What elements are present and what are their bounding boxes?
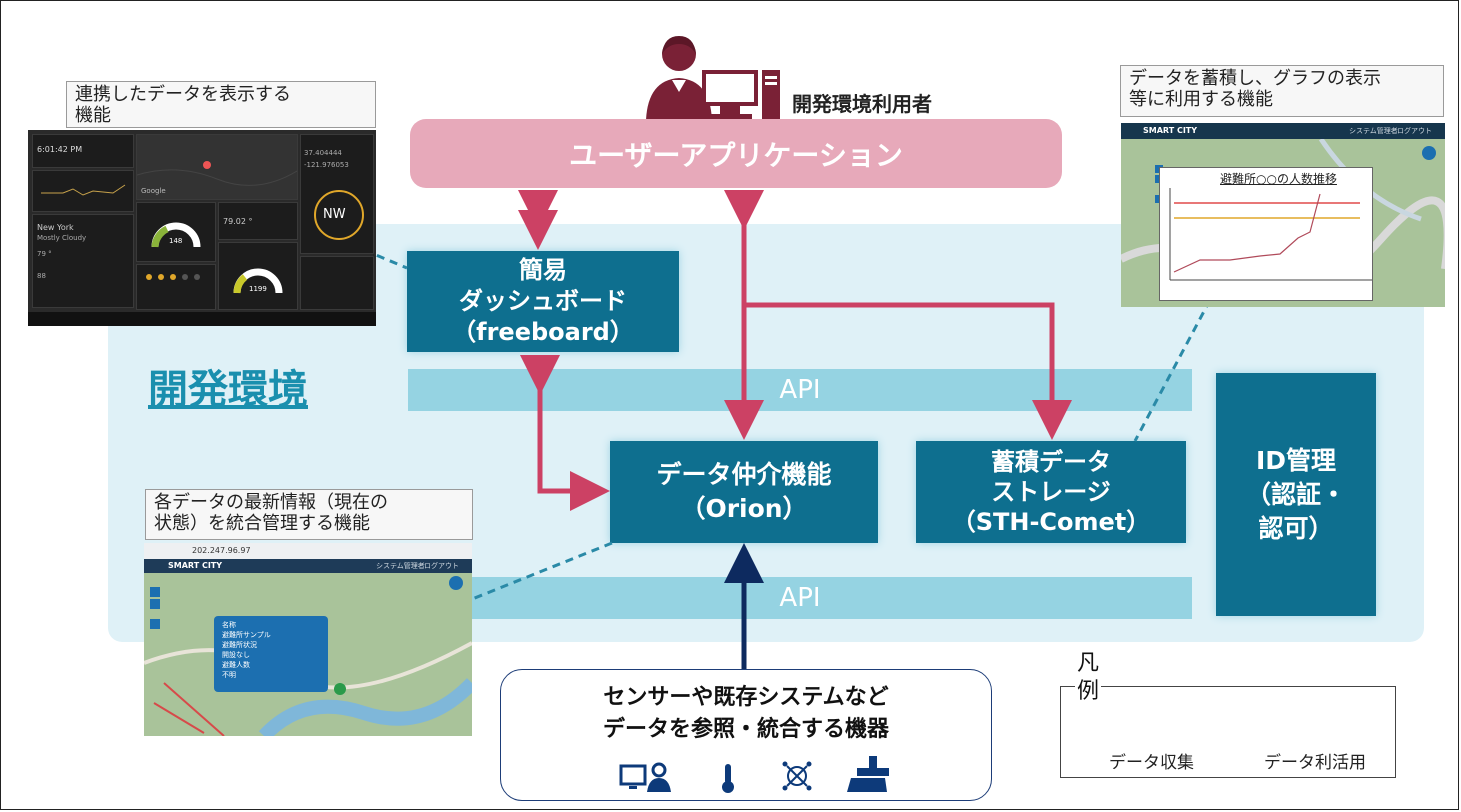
dash-weather: Mostly Cloudy: [37, 234, 87, 242]
dash-tile-time: 6:01:42 PM: [32, 134, 134, 168]
map-popup-line-4: 開設なし: [222, 651, 250, 659]
map-nav-admin: システム管理者: [376, 562, 425, 570]
graph-nav-admin: システム管理者: [1349, 127, 1398, 135]
dash-tile-compass: 37.404444 -121.976053 NW: [300, 134, 374, 254]
comet-box-line-2: ストレージ: [991, 478, 1111, 506]
comet-box-line-3: （STH-Comet）: [951, 508, 1151, 536]
graph-brand: SMART CITY: [1143, 126, 1198, 135]
map-popup-line-2: 避難所サンプル: [222, 631, 271, 639]
dash-humidity: 88: [37, 272, 46, 280]
graph-caption-line-2: 等に利用する機能: [1129, 89, 1273, 110]
map-caption-line-1: 各データの最新情報（現在の: [154, 492, 388, 513]
idm-box-line-2: （認証・: [1245, 479, 1346, 509]
arrow-app-comet: [744, 302, 1072, 440]
sensor-devices-box: センサーや既存システムなど データを参照・統合する機器: [500, 669, 992, 801]
dash-tile-gauge1: 148: [136, 202, 216, 262]
dash-latitude: 37.404444: [304, 149, 342, 157]
map-popup-line-1: 名称: [222, 621, 236, 629]
orion-box-line-1: データ仲介機能: [656, 460, 832, 489]
dashboard-caption-line-1: 連携したデータを表示する: [75, 84, 291, 105]
orion-box: データ仲介機能 （Orion）: [610, 441, 878, 543]
sensor-line-2: データを参照・統合する機器: [602, 717, 889, 742]
dash-gauge1-value: 148: [169, 237, 183, 245]
idm-box-line-3: 認可）: [1258, 513, 1334, 543]
map-browser-bar: 202.247.96.97: [144, 543, 472, 560]
developer-user-label: 開発環境利用者: [792, 92, 932, 116]
map-popup: 名称 避難所サンプル 避難所状況 開設なし 避難人数 不明: [214, 616, 328, 692]
thermometer-icon: [722, 764, 734, 793]
dash-tile-weather: New York Mostly Cloudy 79 ° 88: [32, 214, 134, 308]
dashboard-screenshot: 6:01:42 PM New York Mostly Cloudy 79 ° 8…: [28, 130, 376, 326]
map-caption-line-2: 状態）を統合管理する機能: [154, 513, 370, 534]
graph-chart-title: 避難所○○の人数推移: [1220, 172, 1337, 186]
dashboard-caption: 連携したデータを表示する 機能: [66, 81, 376, 128]
dash-temp: 79 °: [37, 250, 52, 258]
arrow-dashboard-orion: [520, 355, 610, 511]
dashboard-box-line-3: （freeboard）: [452, 318, 634, 346]
graph-header: SMART CITY システム管理者 ログアウト: [1121, 123, 1445, 139]
map-url: 202.247.96.97: [192, 546, 251, 555]
map-popup-line-3: 避難所状況: [222, 641, 257, 649]
dash-tile-gauge2: 1199: [218, 242, 298, 310]
dev-env-title: 開発環境: [148, 367, 308, 413]
map-header: SMART CITY システム管理者 ログアウト: [144, 559, 472, 573]
computer-user-icon: [619, 762, 671, 792]
map-screenshot: 202.247.96.97 SMART CITY システム管理者 ログアウト 名…: [144, 543, 472, 736]
dash-city: New York: [37, 223, 74, 232]
graph-chart-panel: 避難所○○の人数推移: [1159, 167, 1373, 301]
map-popup-line-6: 不明: [222, 671, 236, 679]
graph-caption: データを蓄積し、グラフの表示 等に利用する機能: [1120, 65, 1444, 117]
dash-tile-buttons: [300, 256, 374, 310]
dash-tile-map: Google: [136, 134, 298, 200]
user-application-box: ユーザーアプリケーション: [410, 119, 1062, 188]
idm-box-line-1: ID管理: [1255, 445, 1337, 475]
api-bar-lower: API: [408, 577, 1192, 619]
camera-icon: [847, 756, 889, 792]
dashboard-box-line-1: 簡易: [519, 256, 567, 284]
map-nav-logout: ログアウト: [424, 562, 459, 570]
orion-box-line-2: （Orion）: [680, 494, 808, 523]
dash-footer: [28, 312, 376, 326]
comet-storage-box: 蓄積データ ストレージ （STH-Comet）: [916, 441, 1186, 543]
dash-compass: NW: [323, 207, 346, 222]
dash-time-text: 6:01:42 PM: [37, 145, 83, 154]
legend-use-label: データ利活用: [1264, 753, 1366, 773]
dashboard-box-line-2: ダッシュボード: [459, 287, 627, 315]
developer-user-icon: [646, 36, 780, 122]
dash-tile-temp2: 79.02 °: [218, 202, 298, 240]
legend-title: 凡例: [1075, 650, 1101, 706]
sensor-icons: [619, 756, 889, 793]
dashboard-box: 簡易 ダッシュボード （freeboard）: [407, 251, 679, 352]
dash-temp2: 79.02 °: [223, 217, 253, 226]
dashboard-caption-line-2: 機能: [75, 105, 111, 126]
dash-tile-indicators: [136, 264, 216, 310]
dash-gauge2-value: 1199: [249, 285, 267, 293]
comet-box-line-1: 蓄積データ: [991, 448, 1111, 476]
id-management-box: ID管理 （認証・ 認可）: [1216, 373, 1376, 616]
map-caption: 各データの最新情報（現在の 状態）を統合管理する機能: [145, 489, 473, 540]
map-brand: SMART CITY: [168, 561, 223, 570]
network-icon: [782, 761, 812, 791]
legend-box: [1060, 686, 1396, 778]
dash-longitude: -121.976053: [304, 161, 349, 169]
graph-screenshot: SMART CITY システム管理者 ログアウト 避難所○○の人数推移: [1121, 123, 1445, 307]
graph-nav-logout: ログアウト: [1397, 127, 1432, 135]
dash-map-brand: Google: [141, 187, 166, 195]
connector-graph: [1133, 299, 1212, 442]
map-popup-line-5: 避難人数: [222, 661, 250, 669]
sensor-line-1: センサーや既存システムなど: [603, 685, 889, 710]
dash-tile-sparkline: [32, 170, 134, 212]
legend-collect-label: データ収集: [1109, 753, 1194, 773]
graph-caption-line-1: データを蓄積し、グラフの表示: [1129, 68, 1381, 89]
